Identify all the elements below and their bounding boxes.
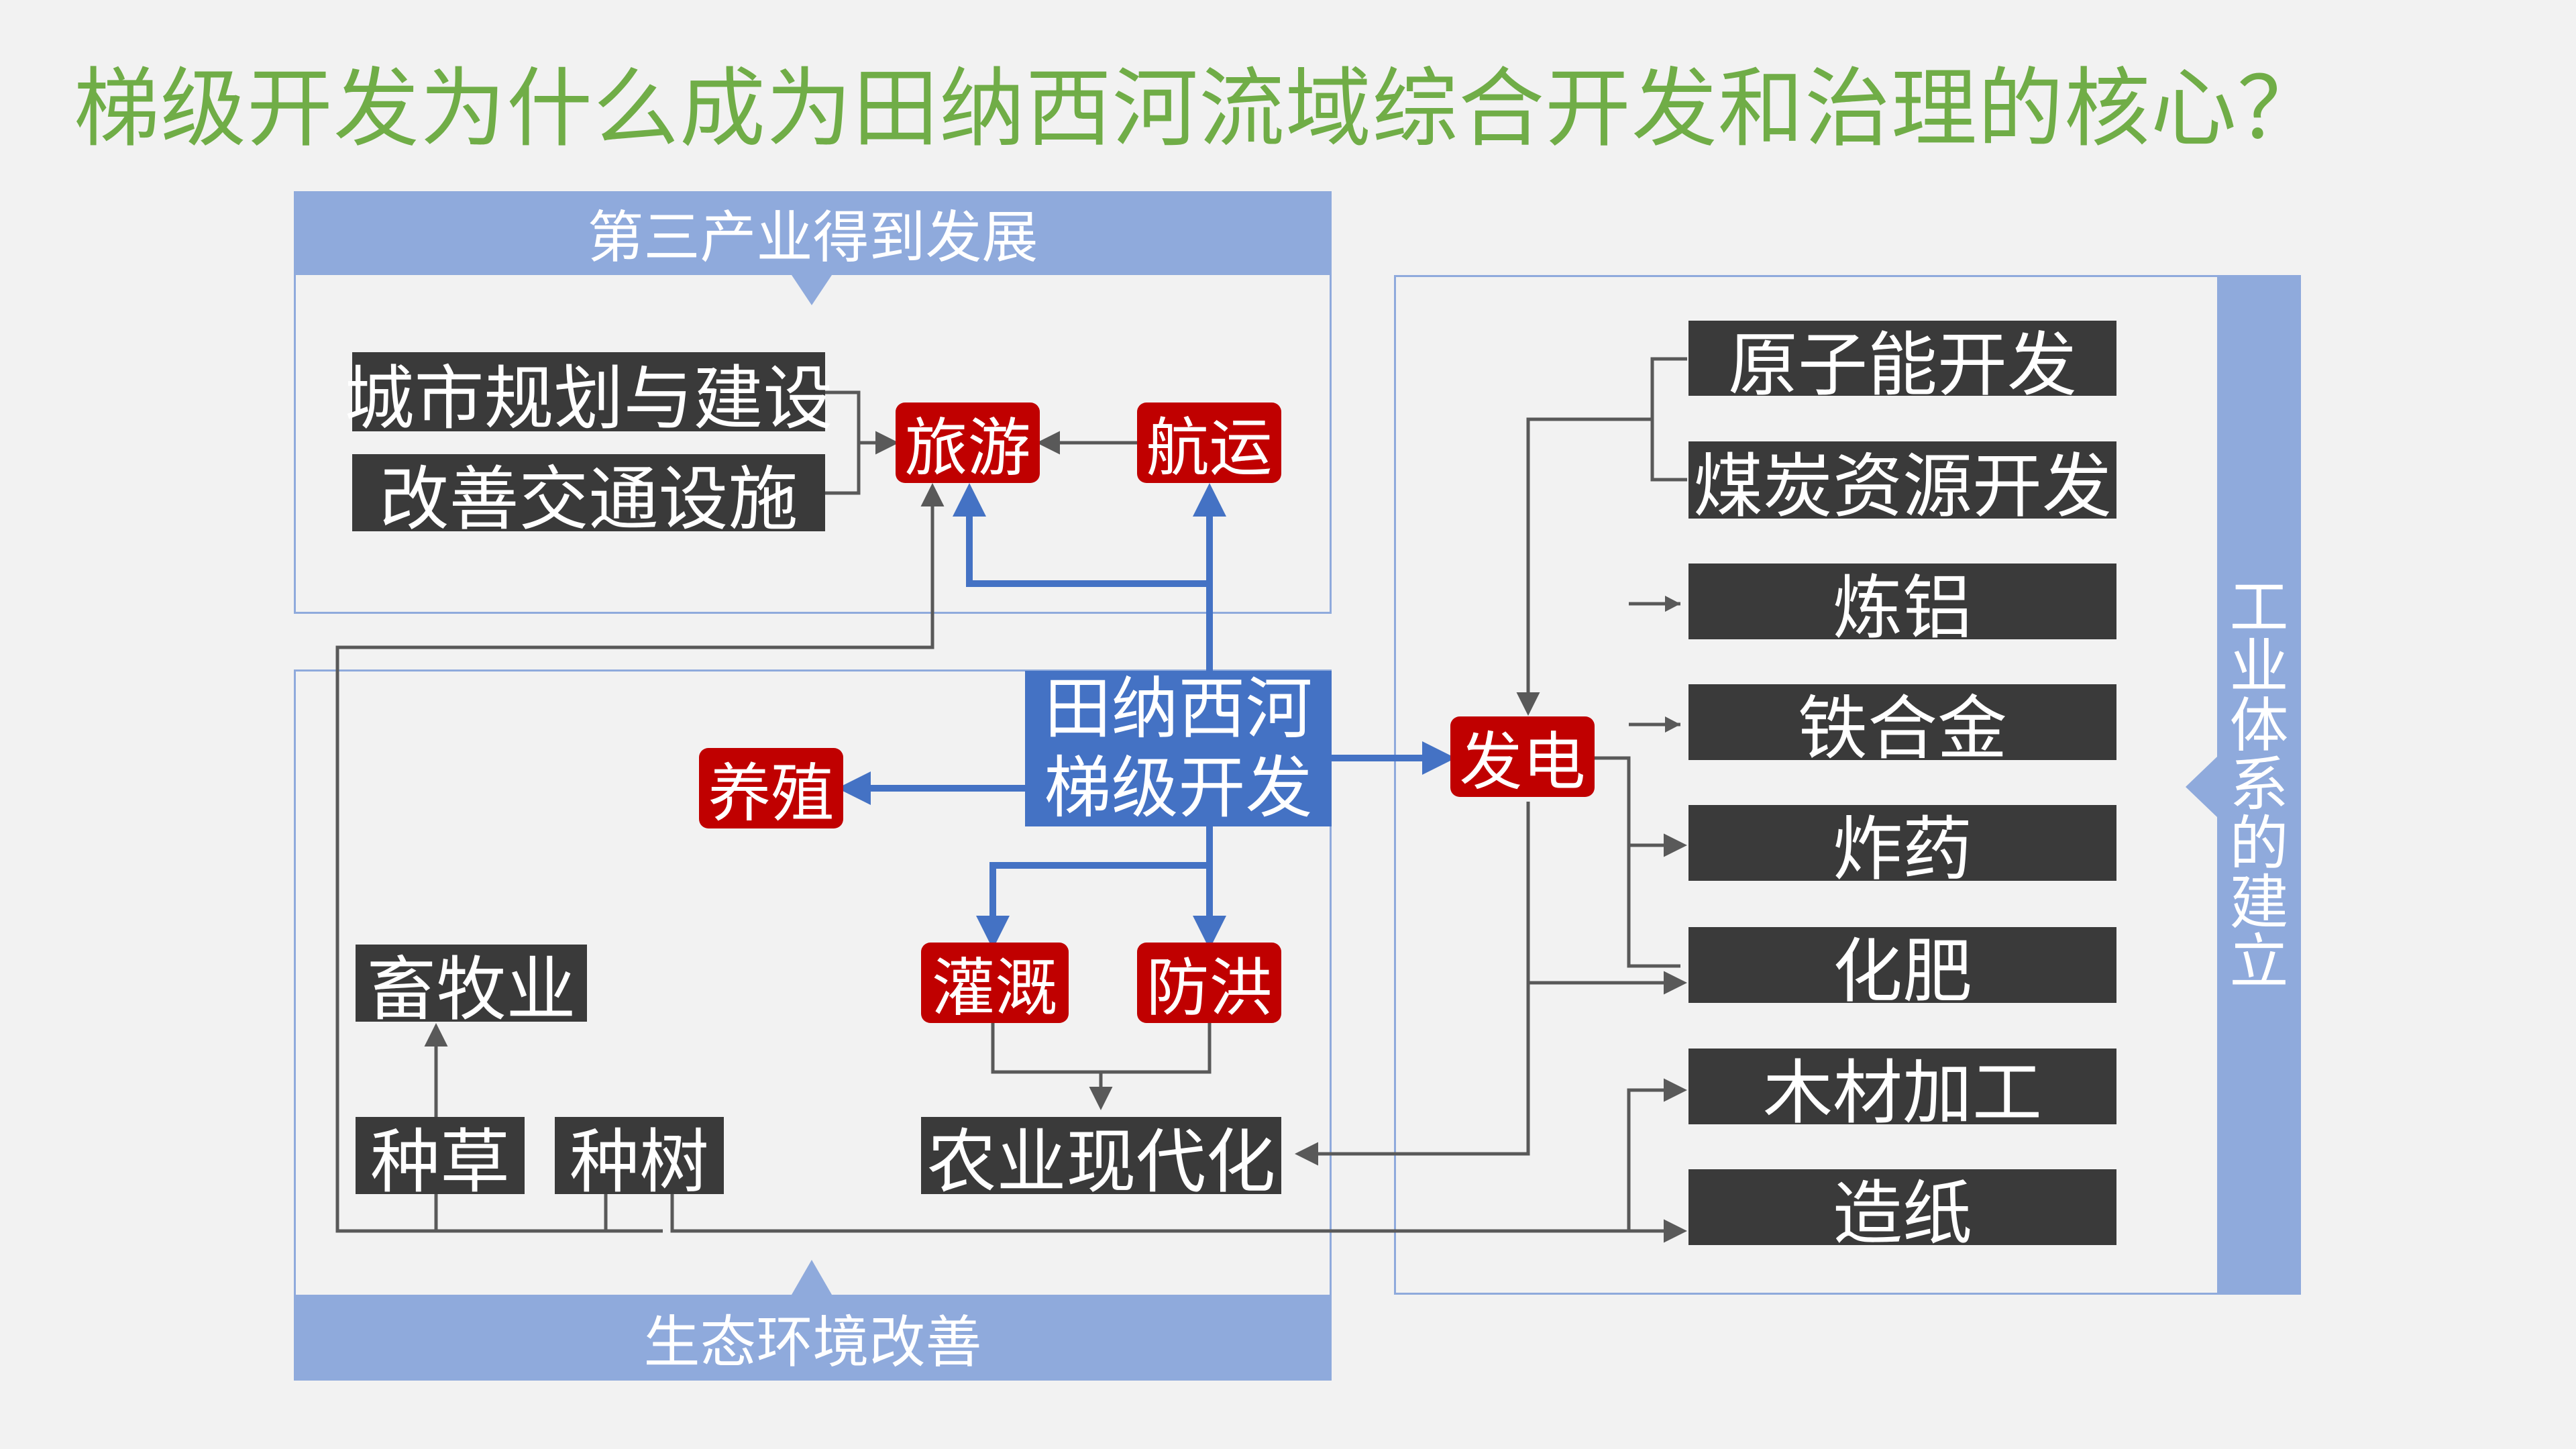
page-title: 梯级开发为什么成为田纳西河流域综合开发和治理的核心？	[74, 59, 2324, 159]
node-ferroalloy: 铁合金	[1688, 684, 2116, 769]
node-grass: 种草	[356, 1117, 525, 1203]
industry-band-char: 系	[2229, 750, 2289, 819]
link-planning-traffic-tourism	[825, 390, 892, 495]
node-paper: 造纸	[1688, 1169, 2116, 1254]
center-node: 田纳西河 梯级开发	[1025, 669, 1332, 827]
node-explosives: 炸药	[1688, 805, 2116, 890]
link-trees-wood-paper	[670, 1090, 1680, 1233]
ecology-band: 生态环境改善	[294, 1295, 1332, 1381]
ecology-band-pointer	[792, 1260, 832, 1295]
node-trees: 种树	[555, 1117, 724, 1203]
node-wood: 木材加工	[1688, 1049, 2116, 1134]
link-eco-loop-tourism	[335, 483, 945, 1233]
node-aluminum: 炼铝	[1688, 564, 2116, 649]
industry-band: 工 业 体 系 的 建 立	[2217, 275, 2301, 1295]
node-urban-planning: 城市规划与建设	[345, 352, 833, 439]
node-traffic: 改善交通设施	[352, 454, 825, 540]
node-agri-modern: 农业现代化	[921, 1117, 1281, 1203]
link-irrigation-flood-agri	[991, 1023, 1212, 1104]
industry-band-char: 工	[2229, 573, 2289, 642]
industry-band-pointer	[2186, 757, 2217, 817]
arrow-to-tourism	[953, 483, 1210, 587]
node-power: 发电	[1450, 716, 1595, 799]
node-tourism: 旅游	[896, 402, 1040, 485]
node-nuclear: 原子能开发	[1688, 321, 2116, 406]
link-power-to-agri	[1295, 802, 1530, 1166]
link-power-branch	[1595, 602, 1680, 968]
tertiary-band: 第三产业得到发展	[294, 191, 1332, 275]
industry-band-char: 体	[2229, 691, 2289, 760]
industry-band-char: 立	[2229, 927, 2289, 996]
link-energy-to-power	[1528, 357, 1687, 709]
node-livestock: 畜牧业	[356, 945, 587, 1030]
center-line1: 田纳西河	[1044, 669, 1313, 748]
industry-band-char: 的	[2229, 809, 2289, 878]
node-fertilizer: 化肥	[1688, 927, 2116, 1012]
tertiary-band-pointer	[792, 275, 832, 305]
node-irrigation: 灌溉	[921, 943, 1069, 1025]
node-coal: 煤炭资源开发	[1688, 441, 2116, 527]
arrow-to-irrigation	[976, 826, 1213, 949]
node-aquaculture: 养殖	[699, 748, 843, 830]
industry-band-char: 建	[2229, 868, 2289, 937]
node-flood-control: 防洪	[1137, 943, 1281, 1025]
node-shipping: 航运	[1137, 402, 1281, 485]
link-grass-trees	[434, 1194, 608, 1231]
center-line2: 梯级开发	[1044, 749, 1313, 827]
industry-band-char: 业	[2229, 632, 2289, 701]
